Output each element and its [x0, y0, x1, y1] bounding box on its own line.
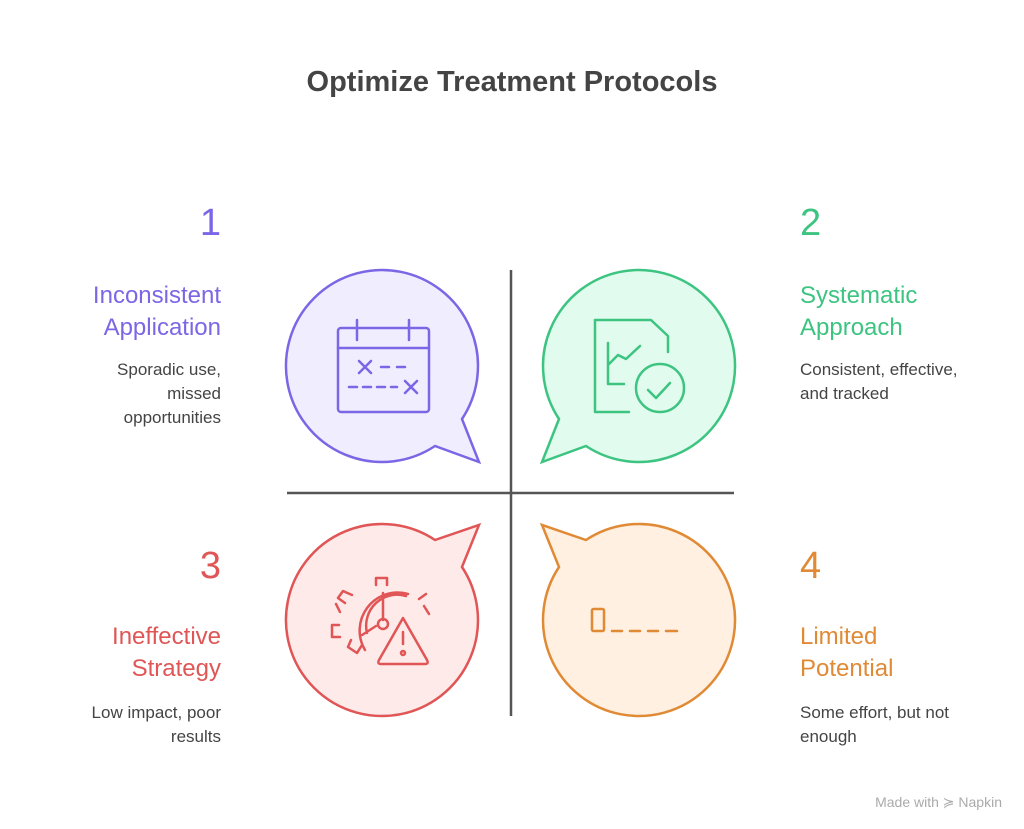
heading-line: Systematic	[800, 282, 918, 309]
desc-line: opportunities	[123, 408, 221, 427]
desc-line: results	[170, 727, 221, 746]
quadrant-4-description: Some effort, but not enough	[800, 701, 949, 749]
desc-line: Low impact, poor	[91, 703, 221, 722]
progress-low-icon	[590, 607, 679, 633]
heading-line: Potential	[800, 655, 894, 682]
calendar-missed-icon	[336, 318, 431, 414]
quadrant-2-heading: Systematic Approach	[800, 280, 917, 344]
quadrant-3-heading: Ineffective Strategy	[112, 621, 221, 685]
quadrant-1-number: 1	[199, 202, 221, 244]
quadrant-1-heading: Inconsistent Application	[93, 280, 221, 344]
quadrant-1-description: Sporadic use, missed opportunities	[117, 358, 221, 430]
desc-line: and tracked	[800, 384, 889, 403]
bubble-1	[284, 268, 482, 465]
quadrant-2-number: 2	[800, 202, 822, 244]
desc-line: Some effort, but not	[800, 703, 949, 722]
quadrant-4-number: 4	[800, 545, 822, 587]
heading-line: Application	[103, 314, 221, 341]
desc-line: missed	[167, 384, 221, 403]
page-title: Optimize Treatment Protocols	[306, 66, 718, 98]
heading-line: Limited	[800, 623, 878, 650]
heading-line: Ineffective	[112, 623, 221, 650]
bubble-4	[539, 522, 737, 718]
quadrant-4-heading: Limited Potential	[800, 621, 893, 685]
gear-gauge-warning-icon	[330, 576, 431, 666]
quadrant-3-number: 3	[199, 545, 221, 587]
napkin-watermark: Made with ≽ Napkin	[875, 794, 1002, 810]
report-check-icon	[593, 318, 686, 414]
heading-line: Strategy	[131, 655, 221, 682]
bubble-2	[539, 268, 737, 465]
heading-line: Inconsistent	[92, 282, 221, 309]
desc-line: enough	[800, 727, 857, 746]
desc-line: Consistent, effective,	[800, 360, 958, 379]
bubble-3	[284, 522, 482, 718]
desc-line: Sporadic use,	[117, 360, 221, 379]
heading-line: Approach	[800, 314, 903, 341]
quadrant-3-description: Low impact, poor results	[92, 701, 221, 749]
quadrant-2-description: Consistent, effective, and tracked	[800, 358, 958, 406]
